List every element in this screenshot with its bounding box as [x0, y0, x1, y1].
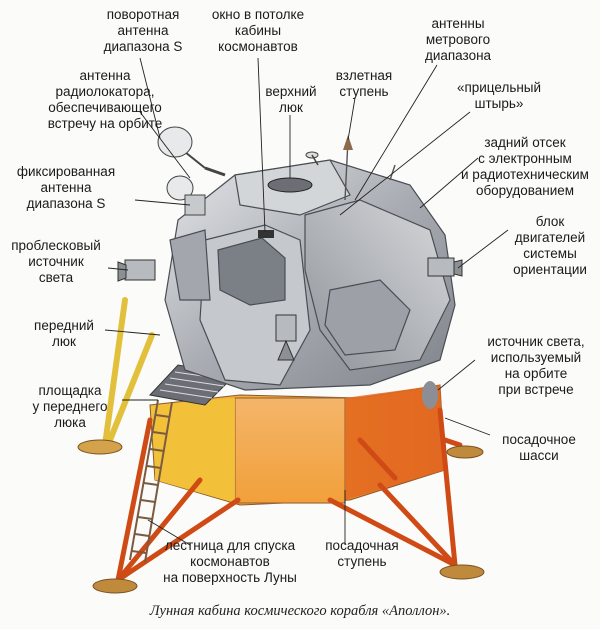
tracking-light-housing [422, 381, 438, 409]
rcs-thruster-front [117, 259, 156, 282]
label-landing-gear: посадочное шасси [502, 432, 576, 463]
ladder [129, 399, 173, 563]
label-front-hatch: передний люк [34, 318, 94, 349]
label-vhf-antennas: антенны метрового диапазона [424, 16, 492, 63]
s-band-steerable-antenna [305, 151, 319, 166]
docking-thruster [275, 314, 297, 361]
front-leg [102, 297, 155, 448]
ascent-stage [164, 159, 456, 391]
label-upper-hatch: верхний люк [265, 84, 317, 115]
leader-lines [104, 57, 509, 546]
label-s-band-steerable: поворотная антенна диапазона S [103, 7, 183, 54]
rendezvous-radar-antenna [157, 126, 226, 177]
label-porch: площадка у переднего люка [32, 383, 108, 430]
label-thruster-block: блок двигателей системы ориентации [513, 214, 587, 277]
label-s-band-fixed: фиксированная антенна диапазона S [16, 164, 116, 211]
s-band-fixed-antenna [166, 175, 206, 216]
rcs-thruster-side [427, 257, 463, 277]
label-ascent-stage: взлетная ступень [335, 68, 393, 99]
label-aft-compartment: задний отсек с электронным и радиотехнич… [461, 135, 589, 198]
label-flashing-light: проблесковый источник света [11, 238, 101, 285]
landing-legs [115, 407, 463, 583]
descent-stage-front-panel [234, 397, 346, 504]
label-aiming-rod: «прицельный штырь» [456, 80, 542, 111]
label-rendezvous-radar: антенна радиолокатора, обеспечивающего в… [47, 68, 163, 131]
label-roof-window: окно в потолке кабины космонавтов [211, 7, 305, 54]
aiming-rod [343, 135, 353, 150]
footpads [77, 439, 485, 594]
label-descent-stage: посадочная ступень [325, 538, 399, 569]
descent-stage [149, 381, 446, 506]
roof-window [258, 230, 274, 238]
figure-caption: Лунная кабина космического корабля «Апол… [149, 603, 451, 619]
upper-hatch [267, 177, 313, 193]
label-tracking-light: источник света, используемый на орбите п… [487, 334, 585, 397]
label-ladder: лестница для спуска космонавтов на повер… [163, 538, 297, 585]
